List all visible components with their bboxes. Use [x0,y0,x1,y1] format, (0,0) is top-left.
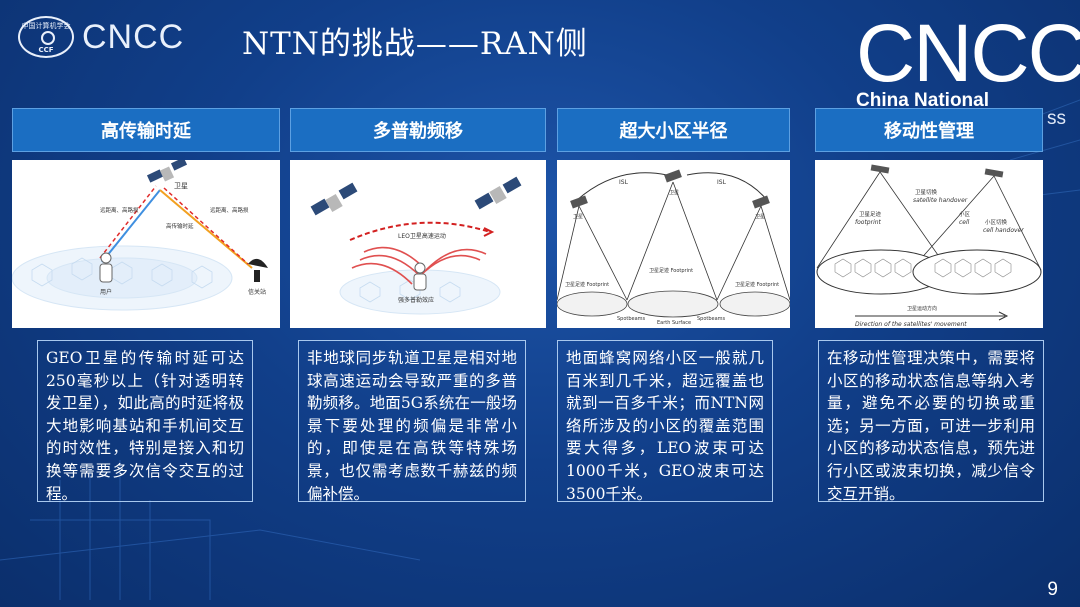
cell-handover-en: cell handover [983,227,1024,234]
direction-cn: 卫星运动方向 [907,305,937,312]
brand-subtitle: China National [856,90,990,111]
satellite-label: 卫星 [174,182,188,190]
ground-station-icon [248,258,268,282]
cell-en: cell [959,219,970,226]
slide-title: NTN的挑战——RAN侧 [242,26,588,62]
latency-diagram: 卫星 远距离、高路损 远距离、高路损 高传输时延 用户 信关站 [12,160,280,328]
sat-handover-en: satellite handover [913,197,968,204]
cncc-brand: CNCC China National ss [856,8,1080,130]
leo-motion-label: LEO卫星高速运动 [398,232,446,240]
cell-handover-cn: 小区切换 [985,218,1008,226]
far-label-2: 远距离、高路损 [210,206,249,214]
cncc-small-wordmark: CNCC [82,17,185,56]
sat-label-3: 卫星 [755,214,765,220]
footprint-en: footprint [855,219,882,226]
satellite-icon [146,160,188,183]
spotbeams-label-2: Spotbeams [697,316,726,322]
user-icon [413,262,427,291]
footprint-label-3: 卫星足迹 Footprint [735,281,779,288]
satellite-left-icon [310,182,358,216]
doppler-effect-label: 强多普勒效应 [398,296,434,304]
panel-text-doppler: 非地球同步轨道卫星是相对地球高速运动会导致严重的多普勒频移。地面5G系统在一般场… [298,340,526,502]
user-label: 用户 [100,288,112,296]
panel-title-cell-radius: 超大小区半径 [557,108,790,152]
sat-label-1: 卫星 [573,214,583,220]
brand-wordmark: CNCC [856,8,1080,99]
delay-label: 高传输时延 [166,222,194,230]
spotbeams-label-1: Spotbeams [617,316,646,322]
sat-label-2: 卫星 [669,190,679,196]
station-label: 信关站 [248,288,266,296]
footprint-cn: 卫星足迹 [859,210,882,218]
footprint-label-1: 卫星足迹 Footprint [565,281,609,288]
isl-label-2: ISL [717,179,727,186]
panel-title-mobility: 移动性管理 [815,108,1043,152]
footprint-label-2: 卫星足迹 Footprint [649,267,693,274]
earth-surface-label: Earth Surface [657,320,691,326]
mobility-diagram: 卫星切换 satellite handover 卫星足迹 footprint 小… [815,160,1043,328]
direction-en: Direction of the satellites' movement [855,321,967,328]
seal-bottom-text: CCF [38,46,54,54]
satellite-right-icon [474,176,522,210]
panel-title-doppler: 多普勒频移 [290,108,546,152]
user-icon [99,252,113,283]
panel-text-latency: GEO卫星的传输时延可达250毫秒以上（针对透明转发卫星），如此高的时延将极大地… [37,340,253,502]
sat-handover-cn: 卫星切换 [915,188,938,196]
seal-top-text: 中国计算机学会 [21,22,71,30]
brand-tail: ss [1047,108,1066,129]
cell-radius-diagram: ISL ISL 卫星 卫星 卫星 卫星足迹 Footprint 卫星足迹 Foo… [557,160,790,328]
far-label: 远距离、高路损 [100,206,139,214]
panel-text-mobility: 在移动性管理决策中，需要将小区的移动状态信息等纳入考量，避免不必要的切换或重选；… [818,340,1044,502]
isl-label-1: ISL [619,179,629,186]
page-number: 9 [1047,579,1058,600]
doppler-diagram: LEO卫星高速运动 强多普勒效应 [290,160,546,328]
cell-cn: 小区 [959,210,971,218]
ccf-seal: 中国计算机学会 CCF [18,16,74,58]
cncc-logo: 中国计算机学会 CCF CNCC [18,16,184,58]
panel-text-cell-radius: 地面蜂窝网络小区一般就几百米到几千米，超远覆盖也就到一百多千米；而NTN网络所涉… [557,340,773,502]
panel-title-latency: 高传输时延 [12,108,280,152]
